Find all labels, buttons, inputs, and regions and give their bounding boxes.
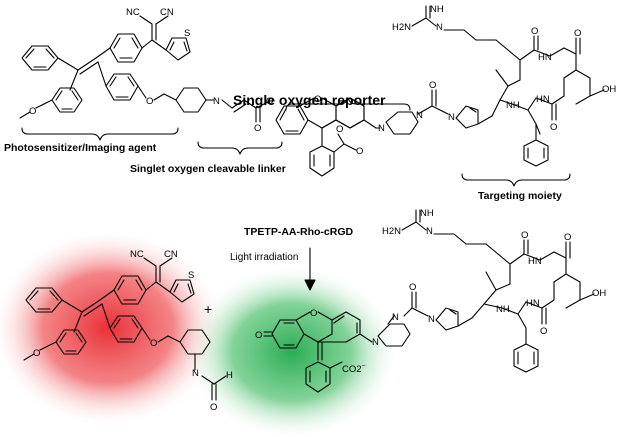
green-glow (184, 264, 400, 437)
tpe-photosensitizer-structure (19, 15, 269, 123)
atom-n-piperazine-b-top: N (416, 110, 423, 121)
atom-n-piperazine-a-top: N (378, 123, 385, 134)
red-glow (0, 228, 226, 428)
atom-nh-a-top: NH (506, 100, 520, 111)
atom-o-peptide-b-top: O (574, 28, 581, 39)
atom-o-peptide-a-top: O (531, 26, 538, 37)
photosensitizer-label: Photosensitizer/Imaging agent (4, 142, 157, 154)
released-rhodol-structure (263, 291, 473, 393)
released-photosensitizer-structure (23, 257, 227, 401)
atom-n-guanidine-top: N (436, 22, 443, 33)
atom-o-keto-bottom: O (255, 330, 262, 341)
label-braces (21, 97, 571, 187)
atom-o-xanthene-top: O (314, 94, 321, 105)
linker-label: Singlet oxygen cleavable linker (130, 163, 286, 175)
atom-hn-top: HN (538, 52, 552, 63)
atom-nh-guanidine-bottom: NH (420, 208, 434, 219)
atom-cn-top: CN (160, 7, 174, 18)
atom-o-peptide-a-bottom: O (521, 230, 528, 241)
atom-o-lactone-top: O (336, 124, 343, 135)
crgd-peptide-structure (411, 5, 605, 167)
atom-nh-guanidine-top: NH (430, 4, 444, 15)
atom-n-triazole-bottom: N (428, 314, 435, 325)
atom-o-lactone-carbonyl-top: O (356, 146, 363, 157)
atom-h2n-bottom: H2N (382, 226, 401, 237)
atom-s-top: S (184, 28, 190, 39)
atom-nc-bottom: NC (130, 249, 144, 260)
atom-o-formyl-bottom: O (210, 402, 217, 413)
atom-h-formyl-bottom: H (226, 370, 233, 381)
atom-o-amide-top: O (429, 80, 436, 91)
atom-o-methoxy-top: O (29, 106, 36, 117)
atom-n-guanidine-bottom: N (426, 226, 433, 237)
atom-n-formyl-bottom: N (192, 368, 199, 379)
targeting-label: Targeting moiety (478, 190, 562, 202)
atom-o-xanthene-bottom: O (310, 308, 317, 319)
atom-n-piperazine-a-bottom: N (372, 337, 379, 348)
atom-o-peptide-c-top: O (550, 122, 557, 133)
atom-o-ester-top: O (266, 96, 273, 107)
plus-sign: + (204, 301, 213, 317)
atom-cn-bottom: CN (164, 249, 178, 260)
atom-o-peptide-b-bottom: O (564, 232, 571, 243)
atom-s-bottom: S (188, 270, 194, 281)
atom-oh-bottom: OH (592, 288, 606, 299)
atom-hn-bottom: HN (528, 256, 542, 267)
compound-name-label: TPETP-AA-Rho-cRGD (244, 226, 354, 238)
atom-o-peptide-c-bottom: O (540, 326, 547, 337)
atom-co2-bottom: CO2− (342, 363, 366, 375)
atom-o-amide-bottom: O (409, 282, 416, 293)
atom-n-piperazine-b-bottom: N (392, 312, 399, 323)
reporter-label: Single oxygen reporter (233, 92, 386, 108)
atom-h2n-top: H2N (392, 22, 411, 33)
atom-o-ether-top: O (146, 96, 153, 107)
atom-oh-top: OH (602, 84, 616, 95)
atom-hn-b-bottom: HN (526, 298, 540, 309)
atom-nc-top: NC (126, 7, 140, 18)
light-irradiation-label: Light irradiation (230, 252, 299, 263)
atom-o-carbonyl-top: O (254, 123, 261, 134)
atom-labels: NC CN S O O N O O O O O N N O N H2N NH N… (29, 4, 616, 413)
released-crgd-peptide-structure (401, 209, 595, 373)
light-arrow-head (304, 279, 316, 291)
atom-n-triazole-top: N (448, 112, 455, 123)
atom-hn-b-top: HN (536, 94, 550, 105)
rhodamine-reporter-structure (275, 89, 493, 177)
atom-o-ether-bottom: O (150, 338, 157, 349)
atom-n-piperidine-top: N (213, 96, 220, 107)
atom-o-methoxy-bottom: O (33, 348, 40, 359)
atom-nh-a-bottom: NH (496, 304, 510, 315)
